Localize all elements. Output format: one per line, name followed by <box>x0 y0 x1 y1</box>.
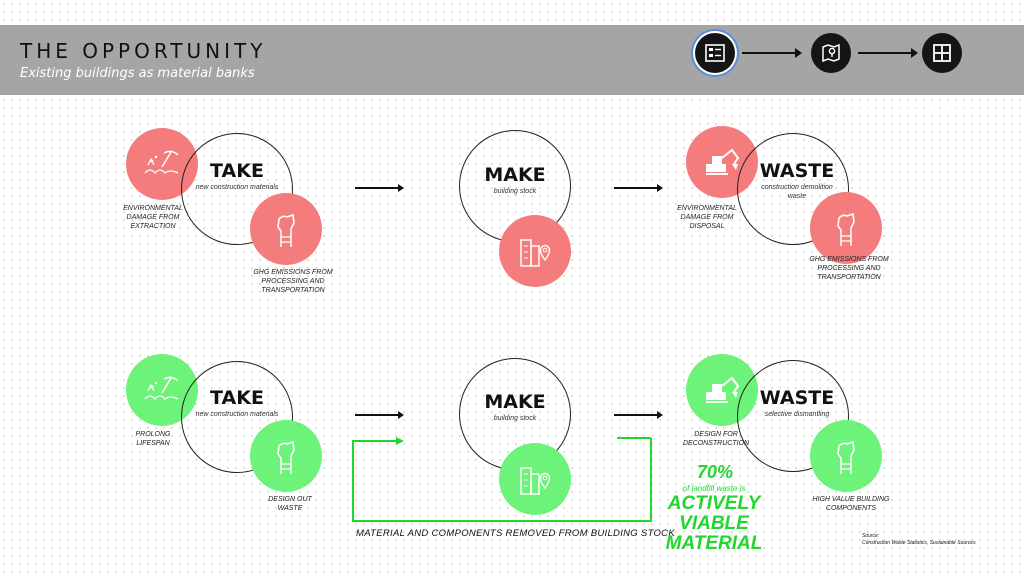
take-ring <box>181 361 293 473</box>
stat-big-2: VIABLE <box>679 513 749 534</box>
take-sub: new construction materials <box>195 411 279 418</box>
step-label-early-identification: EARLY IDENTIFICATION <box>791 106 873 113</box>
make-word: MAKE <box>484 391 546 413</box>
components-blob <box>810 420 882 492</box>
waste-label-bottom: GHG EMISSIONS FROM PROCESSING AND TRANSP… <box>809 256 889 281</box>
map-pin-icon <box>822 43 840 63</box>
take-label-left: PROLONG LIFESPAN <box>135 431 171 447</box>
source-heading: Source: <box>862 533 880 539</box>
stat-big-1: ACTIVELY <box>667 493 761 514</box>
flow-arrow <box>614 411 663 418</box>
take-word: TAKE <box>210 387 264 409</box>
building-location-icon <box>520 239 551 267</box>
stat-percent: 70% <box>696 462 734 482</box>
source-text: Construction Waste Statistics, Sustainab… <box>862 540 976 546</box>
page-subtitle: Existing buildings as material banks <box>20 66 255 81</box>
take-label-left: ENVIRONMENTAL DAMAGE FROM EXTRACTION <box>123 205 183 230</box>
take-ring <box>181 133 293 245</box>
make-sub: building stock <box>493 188 537 195</box>
ghg-blob <box>810 192 882 264</box>
arm-hand-icon <box>837 440 855 474</box>
ghg-blob <box>250 193 322 265</box>
waste-ring <box>737 133 849 245</box>
design-out-blob <box>250 420 322 492</box>
stat-line: of landfill waste is <box>682 484 746 493</box>
flow-arrow <box>614 184 663 191</box>
take-sub: new construction materials <box>195 184 279 191</box>
take-label-bottom: DESIGN OUT WASTE <box>268 496 312 512</box>
building-location-icon <box>520 467 551 495</box>
waste-sub: construction demolition waste <box>761 184 833 200</box>
step-design-implementation-button[interactable] <box>922 33 962 73</box>
header-bar: THE OPPORTUNITY Existing buildings as ma… <box>0 25 1024 113</box>
waste-label-left: DESIGN FOR DECONSTRUCTION <box>682 431 750 447</box>
step-label-framework: FRAMEWORK & CHALLENGES <box>663 106 769 113</box>
step-arrow <box>742 48 802 58</box>
step-framework-button[interactable] <box>695 33 735 73</box>
building-blob <box>499 443 571 515</box>
stat-big-3: MATERIAL <box>665 533 763 554</box>
take-label-bottom: GHG EMISSIONS FROM PROCESSING AND TRANSP… <box>253 269 333 294</box>
flow-arrow <box>355 411 404 418</box>
step-label-design-implementation: DESIGN IMPLEMENTATION <box>896 106 988 113</box>
arm-hand-icon <box>277 213 295 247</box>
waste-label-bottom: HIGH VALUE BUILDING COMPONENTS <box>812 496 890 512</box>
take-word: TAKE <box>210 160 264 182</box>
waste-label-left: ENVIRONMENTAL DAMAGE FROM DISPOSAL <box>677 205 737 230</box>
pickaxe-mining-icon <box>144 376 179 401</box>
waste-ring <box>737 360 849 472</box>
framework-document-icon <box>705 44 725 62</box>
pickaxe-mining-icon <box>144 150 179 175</box>
feedback-label: MATERIAL AND COMPONENTS REMOVED FROM BUI… <box>356 528 675 539</box>
step-early-identification-button[interactable] <box>811 33 851 73</box>
step-arrow <box>858 48 918 58</box>
page-title: THE OPPORTUNITY <box>20 39 267 63</box>
excavator-icon <box>706 376 740 403</box>
flow-arrow <box>355 184 404 191</box>
excavator-icon <box>706 148 740 175</box>
waste-word: WASTE <box>759 160 835 182</box>
source-note: Source: Construction Waste Statistics, S… <box>862 533 976 547</box>
make-word: MAKE <box>484 164 546 186</box>
waste-word: WASTE <box>759 387 835 409</box>
make-sub: building stock <box>493 415 537 422</box>
waste-sub: selective dismantling <box>764 411 830 418</box>
building-blob <box>499 215 571 287</box>
arm-hand-icon <box>837 212 855 246</box>
arm-hand-icon <box>277 440 295 474</box>
window-grid-icon <box>933 44 951 62</box>
